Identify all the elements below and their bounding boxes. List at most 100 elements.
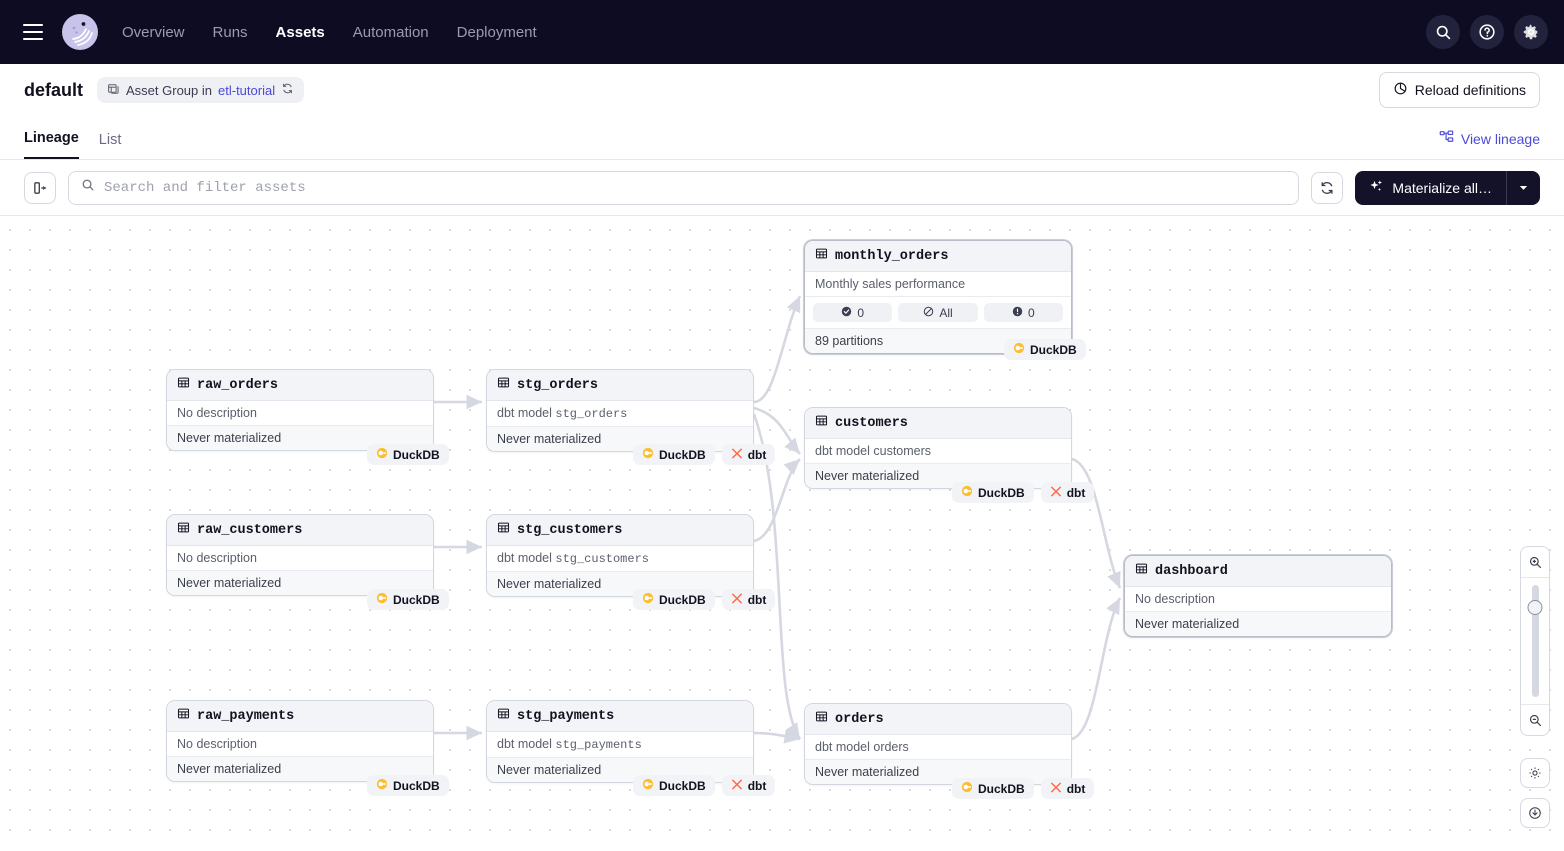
tag-dbt[interactable]: dbt (721, 589, 776, 610)
gear-icon[interactable] (1514, 15, 1548, 49)
help-icon[interactable] (1470, 15, 1504, 49)
view-lineage-link[interactable]: View lineage (1439, 130, 1540, 148)
tag-duckdb[interactable]: DuckDB (952, 482, 1034, 503)
partition-chip[interactable]: All (898, 303, 978, 322)
asset-node-header: stg_customers (487, 515, 753, 546)
tag-duckdb[interactable]: DuckDB (633, 589, 715, 610)
sparkle-icon (1369, 179, 1384, 197)
reload-icon (1393, 81, 1408, 99)
dbt-icon (731, 592, 743, 607)
materialize-all-button[interactable]: Materialize all… (1355, 170, 1540, 205)
top-navigation-bar: Overview Runs Assets Automation Deployme… (0, 0, 1564, 64)
asset-tags-raw_customers: DuckDB (367, 589, 449, 610)
asset-node-header: monthly_orders (805, 241, 1071, 272)
tag-duckdb[interactable]: DuckDB (367, 775, 449, 796)
reload-definitions-button[interactable]: Reload definitions (1378, 72, 1540, 108)
panel-expand-icon[interactable] (24, 171, 56, 204)
duckdb-icon (1013, 342, 1025, 357)
asset-node-header: raw_payments (167, 701, 433, 732)
tag-duckdb[interactable]: DuckDB (633, 775, 715, 796)
refresh-graph-button[interactable] (1311, 171, 1344, 204)
asset-node-description: dbt model orders (805, 735, 1071, 760)
asset-tags-raw_orders: DuckDB (367, 444, 449, 465)
nav-link-overview[interactable]: Overview (122, 23, 185, 41)
tag-label: DuckDB (393, 778, 440, 793)
asset-node-name: stg_payments (517, 708, 615, 724)
tag-dbt[interactable]: dbt (721, 444, 776, 465)
tag-label: DuckDB (659, 592, 706, 607)
nav-link-assets[interactable]: Assets (275, 23, 325, 41)
slash-circle-icon (923, 306, 934, 320)
asset-table-icon (497, 707, 510, 725)
zoom-out-icon[interactable] (1521, 705, 1549, 735)
lineage-icon (1439, 130, 1454, 148)
graph-settings-button[interactable] (1520, 758, 1550, 788)
zoom-slider[interactable] (1521, 577, 1549, 705)
tag-dbt[interactable]: dbt (721, 775, 776, 796)
search-icon[interactable] (1426, 15, 1460, 49)
zoom-in-icon[interactable] (1521, 547, 1549, 577)
asset-node-name: raw_orders (197, 377, 279, 393)
zoom-slider-track (1531, 585, 1539, 697)
tag-duckdb[interactable]: DuckDB (633, 444, 715, 465)
duckdb-icon (642, 447, 654, 462)
dagster-logo[interactable] (60, 12, 100, 52)
asset-tags-stg_payments: DuckDB dbt (633, 775, 776, 796)
tag-label: dbt (1066, 781, 1086, 796)
zoom-controls[interactable] (1520, 546, 1550, 736)
tag-duckdb[interactable]: DuckDB (952, 778, 1034, 799)
refresh-icon[interactable] (281, 82, 294, 98)
page-title: default (24, 79, 84, 100)
search-input[interactable] (104, 179, 1287, 196)
hamburger-menu-icon[interactable] (16, 15, 50, 49)
duckdb-icon (376, 447, 388, 462)
filled-circle-icon (1012, 306, 1023, 320)
view-lineage-label: View lineage (1460, 131, 1540, 147)
asset-group-icon (107, 82, 120, 98)
dbt-icon (1050, 781, 1062, 796)
asset-table-icon (497, 521, 510, 539)
nav-link-deployment[interactable]: Deployment (456, 23, 537, 41)
asset-group-badge-link[interactable]: etl-tutorial (218, 82, 276, 98)
tag-duckdb[interactable]: DuckDB (367, 444, 449, 465)
tag-duckdb[interactable]: DuckDB (1004, 339, 1086, 360)
materialize-all-main[interactable]: Materialize all… (1355, 171, 1506, 205)
search-field-wrapper[interactable] (68, 170, 1300, 205)
asset-node-name: customers (835, 415, 908, 431)
tag-dbt[interactable]: dbt (1040, 482, 1095, 503)
tag-dbt[interactable]: dbt (1040, 778, 1095, 799)
zoom-slider-thumb[interactable] (1527, 600, 1543, 615)
partition-chip-label: All (939, 305, 953, 320)
chevron-down-icon[interactable] (1507, 171, 1540, 205)
partition-chip[interactable]: 0 (813, 303, 893, 322)
nav-link-automation[interactable]: Automation (352, 23, 429, 41)
tag-label: dbt (747, 592, 767, 607)
duckdb-icon (376, 592, 388, 607)
asset-tags-monthly_orders: DuckDB (1004, 339, 1086, 360)
asset-node-description: No description (167, 546, 433, 571)
partition-chip[interactable]: 0 (983, 303, 1063, 322)
tabs-row: Lineage List View lineage (0, 116, 1564, 160)
asset-node-description: No description (1125, 587, 1391, 612)
nav-link-runs[interactable]: Runs (212, 23, 248, 41)
asset-node-description: dbt model stg_orders (487, 401, 753, 427)
asset-tags-customers: DuckDB dbt (952, 482, 1095, 503)
tab-lineage[interactable]: Lineage (24, 130, 79, 159)
tag-label: DuckDB (659, 778, 706, 793)
tag-duckdb[interactable]: DuckDB (367, 589, 449, 610)
tag-label: DuckDB (393, 592, 440, 607)
tab-list[interactable]: List (98, 132, 122, 148)
download-graph-button[interactable] (1520, 798, 1550, 828)
asset-group-badge[interactable]: Asset Group in etl-tutorial (97, 77, 305, 103)
